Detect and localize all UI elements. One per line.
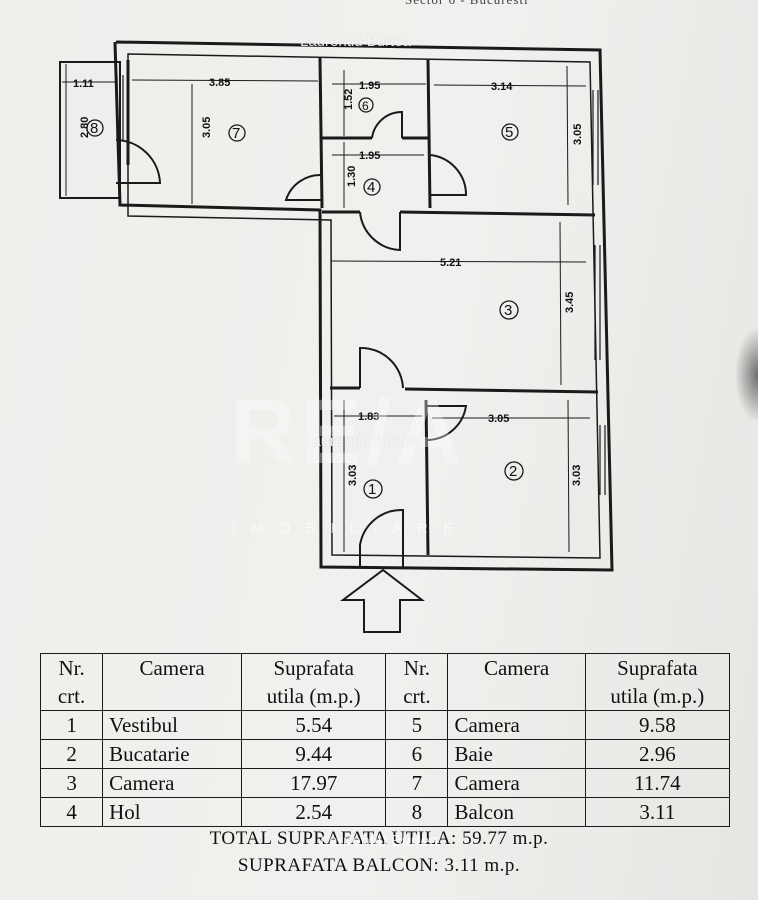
door-entrance (359, 508, 404, 567)
wall-6-5 (426, 59, 432, 209)
dim-room5-width: 3.14 (491, 81, 513, 93)
room-label-2: 2 (509, 463, 517, 480)
balcony-area: SUPRAFATA BALCON: 3.11 m.p. (237, 855, 521, 876)
table-header-row: Nr. crt. Camera Suprafata utila (m.p.) N… (39, 653, 731, 711)
dim-room1-width: 1.83 (358, 411, 379, 423)
door-room2 (425, 405, 468, 442)
wall-1-2 (424, 399, 430, 556)
dim-hall-height: 1.30 (346, 166, 358, 187)
door-room7 (284, 173, 323, 201)
dim-room2-height: 3.03 (571, 465, 583, 486)
room-label-3: 3 (504, 302, 512, 319)
door-balcony (115, 139, 162, 184)
room-label-6: 6 (362, 99, 369, 113)
header-address: Sector 6 - Bucuresti (405, 0, 529, 8)
door-room3 (359, 346, 404, 389)
floor-plan: 1.11 3.85 1.95 3.14 2.80 3.05 1.52 3.05 … (59, 40, 614, 633)
header-nr-2: Nr. crt. (385, 653, 449, 711)
rooms-table: Nr. crt. Camera Suprafata utila (m.p.) N… (39, 653, 731, 827)
watermark-author-mid: Laurentiu Burtea (303, 433, 422, 450)
total-area: TOTAL SUPRAFATA UTILA: 59.77 m.p. (209, 828, 549, 849)
door-room6 (371, 110, 403, 139)
watermark-author-top: Laurentiu Burtea (300, 33, 411, 50)
dim-room3-height: 3.45 (564, 292, 576, 313)
room-label-1: 1 (368, 481, 376, 498)
header-camera-2: Camera (447, 653, 586, 711)
room-label-5: 5 (505, 124, 513, 141)
dim-room6-height: 1.52 (343, 89, 355, 110)
header-suprafata: Suprafata utila (m.p.) (241, 653, 387, 711)
dim-room1-height: 3.03 (347, 465, 359, 486)
dim-room2-width: 3.05 (488, 413, 509, 425)
outer-wall-inner (127, 53, 601, 559)
header-camera: Camera (102, 653, 243, 711)
balcony-outline (59, 61, 121, 199)
dim-room7-height: 3.05 (201, 117, 213, 138)
wall-3-2 (404, 387, 599, 394)
entrance-arrow (340, 568, 425, 633)
wall-7-4 (318, 57, 324, 209)
room-label-4: 4 (367, 179, 375, 196)
room-label-7: 7 (232, 125, 240, 142)
outer-wall (113, 40, 614, 572)
table-row: 4 Hol 2.54 8 Balcon 3.11 (39, 797, 731, 827)
dim-room6-width: 1.95 (359, 80, 380, 92)
room-label-8: 8 (90, 120, 98, 137)
header-nr: Nr. crt. (39, 653, 104, 711)
table-row: 3 Camera 17.97 7 Camera 11.74 (39, 768, 731, 798)
dim-room7-width: 3.85 (209, 77, 230, 89)
page-edge-shadow (736, 330, 758, 420)
dim-hall-width: 1.95 (359, 150, 380, 162)
door-room5 (429, 154, 468, 196)
watermark-logo-sub: IMOBILIARE (232, 520, 468, 537)
dim-room3-width: 5.21 (440, 257, 461, 269)
watermark-logo: RE/A (230, 381, 466, 483)
header-suprafata-2: Suprafata utila (m.p.) (584, 653, 731, 711)
wall-4-3b (399, 210, 596, 217)
dim-balcony-width: 1.11 (73, 78, 94, 90)
table-row: 2 Bucatarie 9.44 6 Baie 2.96 (39, 739, 731, 769)
watermark-author-bottom: Laurentiu Burtea (320, 833, 439, 850)
table-row: 1 Vestibul 5.54 5 Camera 9.58 (39, 710, 731, 740)
door-room4-3 (359, 211, 401, 252)
dim-room5-height: 3.05 (572, 124, 584, 145)
